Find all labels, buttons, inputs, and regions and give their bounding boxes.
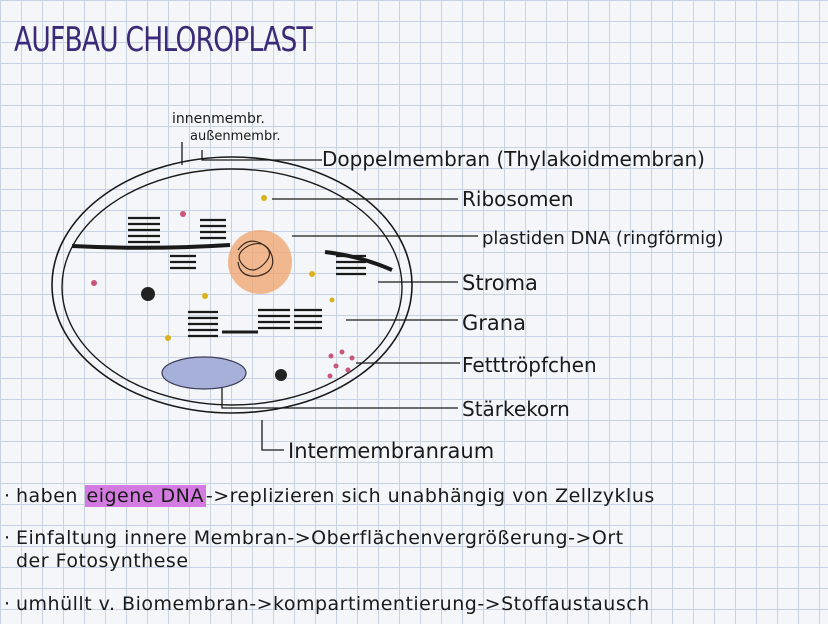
granum-stack xyxy=(128,216,366,338)
leader-lines xyxy=(181,142,478,451)
note-1-highlight: eigene DNA xyxy=(84,485,206,507)
thylakoid-lamella xyxy=(71,243,231,250)
note-line-3: ·umhüllt v. Biomembran->kompartimentieru… xyxy=(4,593,650,615)
plastid-dna xyxy=(228,230,292,294)
granule xyxy=(275,369,287,381)
inner-membrane xyxy=(61,168,403,406)
note-line-1: ·haben eigene DNA->replizieren sich unab… xyxy=(4,485,655,507)
bullet-icon: · xyxy=(4,485,11,507)
label-inner-membrane: innenmembr. xyxy=(172,111,265,127)
label-plastid-dna: plastiden DNA (ringförmig) xyxy=(482,228,724,249)
label-fat-droplets: Fetttröpfchen xyxy=(462,353,597,377)
label-grana: Grana xyxy=(462,311,526,335)
note-line-2: ·Einfaltung innere Membran->Oberflächenv… xyxy=(4,527,624,549)
label-stroma: Stroma xyxy=(462,271,538,295)
outer-membrane xyxy=(51,156,413,414)
note-1-pre: haben xyxy=(16,485,85,507)
note-2b: der Fotosynthese xyxy=(16,550,189,572)
label-outer-membrane: außenmembr. xyxy=(190,129,281,144)
bullet-icon: · xyxy=(4,527,11,549)
ribosomes xyxy=(165,195,335,341)
starch-grain xyxy=(161,356,247,390)
label-double-membrane: Doppelmembran (Thylakoidmembran) xyxy=(322,147,705,171)
page-title: AUFBAU CHLOROPLAST xyxy=(14,20,313,60)
label-ribosomes: Ribosomen xyxy=(462,187,574,211)
fat-droplets xyxy=(327,349,355,379)
granule xyxy=(141,287,155,301)
thylakoid-lamella xyxy=(324,250,393,272)
note-1-post: ->replizieren sich unabhängig von Zellzy… xyxy=(205,485,655,507)
misc-particles xyxy=(91,211,186,286)
note-2a: Einfaltung innere Membran->Oberflächenve… xyxy=(16,527,624,549)
note-3: umhüllt v. Biomembran->kompartimentierun… xyxy=(16,593,650,615)
label-intermembrane-space: Intermembranraum xyxy=(288,439,494,463)
label-starch-grain: Stärkekorn xyxy=(462,397,570,421)
note-line-2b: der Fotosynthese xyxy=(16,550,189,572)
bullet-icon: · xyxy=(4,593,11,615)
dna-coil xyxy=(237,240,274,277)
